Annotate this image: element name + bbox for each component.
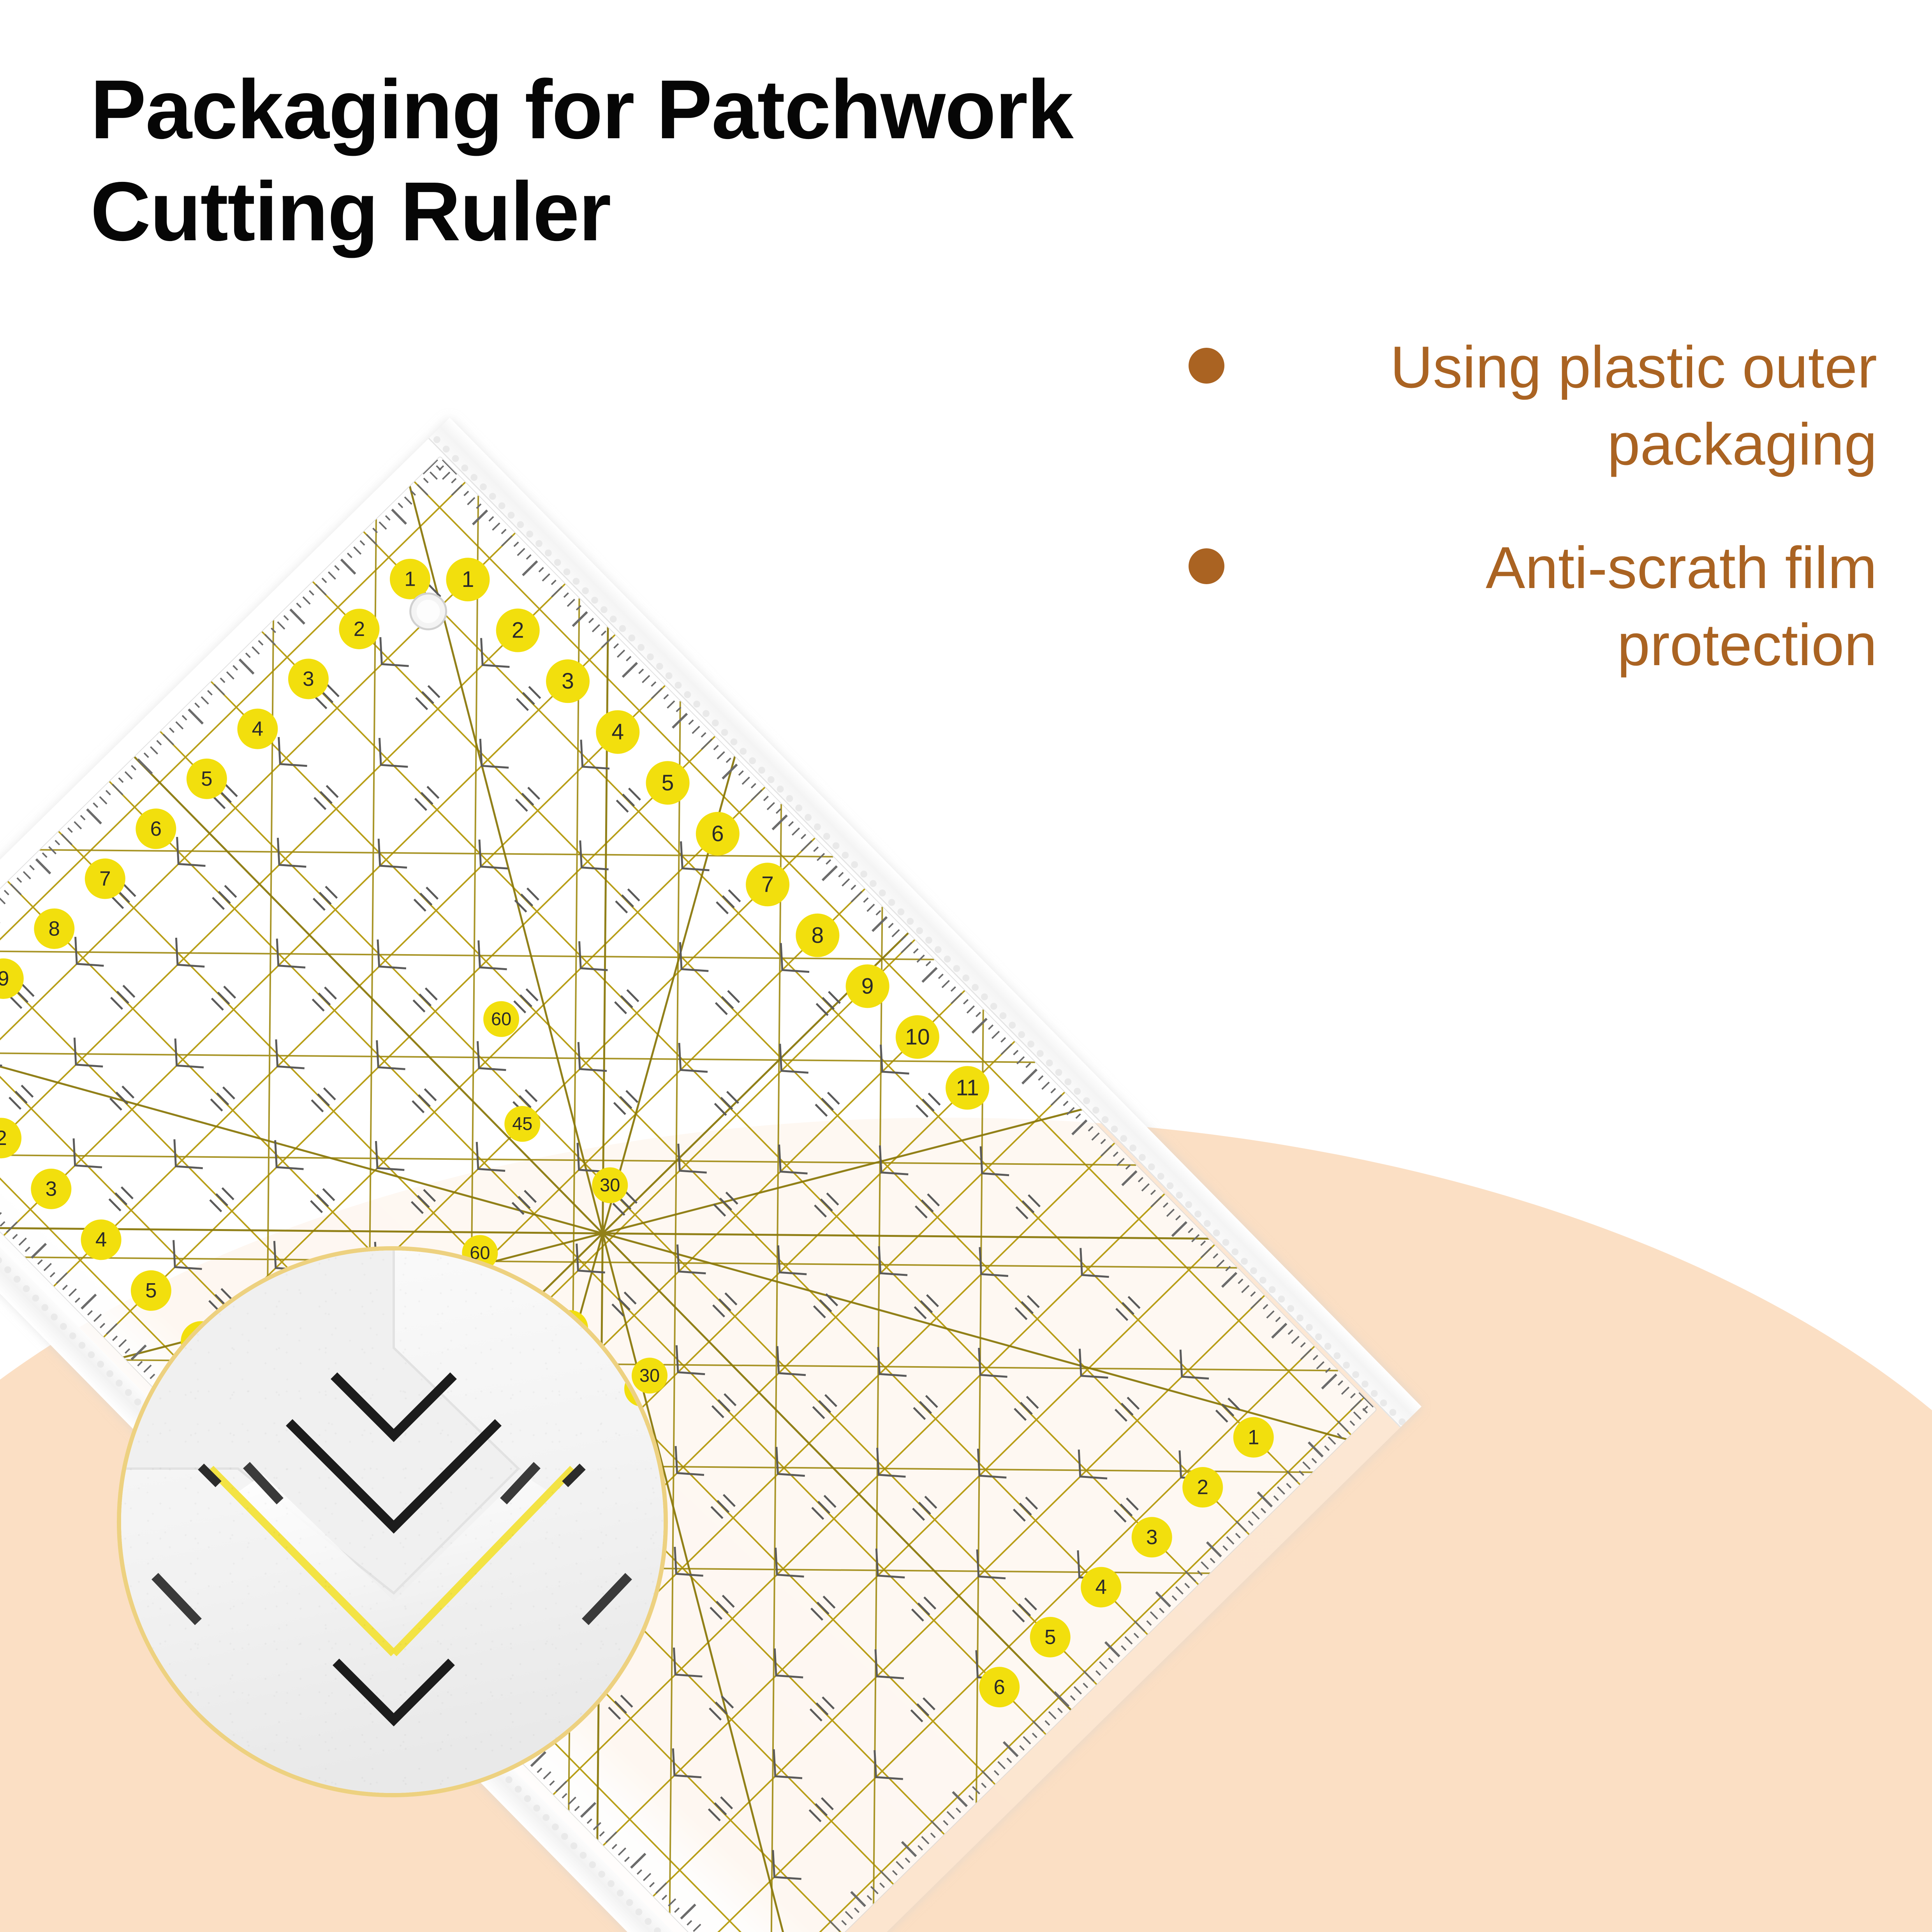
svg-text:2: 2 bbox=[0, 1127, 7, 1150]
page-title: Packaging for Patchwork Cutting Ruler bbox=[90, 58, 1142, 263]
svg-text:60: 60 bbox=[491, 1009, 511, 1029]
svg-text:5: 5 bbox=[662, 770, 674, 795]
feature-bullet-item: Anti-scrath film protection bbox=[1051, 530, 1877, 683]
feature-bullet-item: Using plastic outer packaging bbox=[1051, 329, 1877, 483]
feature-bullet-list: Using plastic outer packaging Anti-scrat… bbox=[1051, 329, 1877, 730]
svg-text:2: 2 bbox=[512, 618, 524, 643]
svg-text:4: 4 bbox=[1095, 1576, 1107, 1599]
svg-text:2: 2 bbox=[354, 618, 365, 641]
inset-photo-svg: 6 bbox=[121, 1250, 664, 1793]
svg-text:5: 5 bbox=[145, 1279, 157, 1302]
svg-text:4: 4 bbox=[252, 717, 264, 740]
svg-text:2: 2 bbox=[1197, 1476, 1209, 1499]
svg-text:1: 1 bbox=[1248, 1426, 1259, 1449]
svg-text:7: 7 bbox=[761, 872, 774, 897]
hanging-hole bbox=[409, 592, 447, 630]
page-title-line-2: Cutting Ruler bbox=[90, 164, 611, 259]
bullet-dot-icon bbox=[1189, 548, 1224, 585]
bullet-dot-icon bbox=[1189, 348, 1224, 384]
svg-text:4: 4 bbox=[95, 1228, 107, 1251]
svg-text:11: 11 bbox=[956, 1075, 979, 1100]
svg-text:3: 3 bbox=[46, 1178, 57, 1201]
svg-text:5: 5 bbox=[1044, 1626, 1056, 1649]
svg-text:1: 1 bbox=[462, 567, 474, 592]
svg-text:3: 3 bbox=[562, 669, 574, 694]
svg-text:6: 6 bbox=[712, 821, 724, 846]
film-peel-closeup-inset: 6 bbox=[117, 1246, 668, 1797]
svg-text:9: 9 bbox=[0, 967, 9, 990]
svg-text:6: 6 bbox=[150, 817, 162, 840]
svg-text:3: 3 bbox=[1146, 1526, 1158, 1549]
svg-text:1: 1 bbox=[404, 568, 416, 591]
svg-text:9: 9 bbox=[861, 974, 874, 999]
svg-text:30: 30 bbox=[600, 1175, 620, 1195]
svg-text:8: 8 bbox=[49, 917, 60, 940]
svg-text:5: 5 bbox=[201, 768, 213, 791]
page-title-line-1: Packaging for Patchwork bbox=[90, 62, 1074, 156]
svg-text:10: 10 bbox=[905, 1025, 930, 1050]
svg-text:30: 30 bbox=[639, 1365, 660, 1386]
feature-bullet-text: Anti-scrath film protection bbox=[1485, 535, 1877, 678]
svg-text:4: 4 bbox=[611, 720, 624, 745]
feature-bullet-text: Using plastic outer packaging bbox=[1390, 334, 1877, 477]
svg-text:45: 45 bbox=[512, 1114, 532, 1134]
svg-text:3: 3 bbox=[303, 667, 314, 690]
svg-text:6: 6 bbox=[993, 1676, 1005, 1699]
svg-text:8: 8 bbox=[811, 923, 824, 948]
svg-text:7: 7 bbox=[99, 867, 111, 890]
